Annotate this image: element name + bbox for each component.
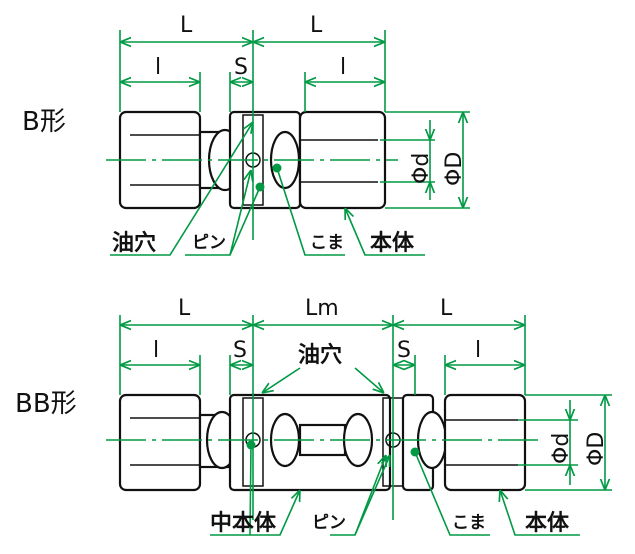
- label-oil-hole: 油穴: [112, 230, 156, 256]
- b-type-drawing: [106, 110, 398, 210]
- dim-L-right: L: [310, 13, 323, 38]
- bb-dim-L-right: L: [440, 296, 453, 321]
- bb-dim-l-left: l: [153, 338, 159, 363]
- bb-type-title: BB形: [15, 389, 77, 419]
- bb-dim-S-right: S: [397, 338, 411, 363]
- dim-L-left: L: [180, 13, 193, 38]
- dim-l-left: l: [155, 55, 161, 80]
- bb-dim-l-right: l: [475, 338, 481, 363]
- dim-phi-d: Φd: [409, 153, 434, 184]
- bb-label-middle-body: 中本体: [210, 511, 277, 536]
- bb-dim-phi-d: Φd: [549, 433, 574, 464]
- label-piece: こま: [310, 233, 344, 253]
- bb-dim-Lm: Lm: [305, 296, 339, 321]
- b-type-title: B形: [22, 107, 66, 137]
- bb-type-drawing: [106, 393, 540, 492]
- bb-label-piece: こま: [452, 513, 486, 533]
- bb-dim-phi-D: ΦD: [584, 432, 609, 466]
- bb-label-pin: ピン: [312, 513, 346, 533]
- label-pin: ピン: [192, 233, 226, 253]
- dim-phi-D: ΦD: [442, 152, 467, 186]
- dim-l-right: l: [340, 55, 346, 80]
- label-body: 本体: [370, 231, 415, 256]
- dim-S: S: [234, 55, 248, 80]
- bb-type-dimensions: [119, 315, 612, 536]
- bb-dim-L-left: L: [178, 296, 191, 321]
- bb-label-oil-hole: 油穴: [298, 342, 342, 368]
- b-type-dimensions: [110, 30, 470, 256]
- bb-label-body: 本体: [525, 511, 570, 536]
- bb-dim-S-left: S: [233, 338, 247, 363]
